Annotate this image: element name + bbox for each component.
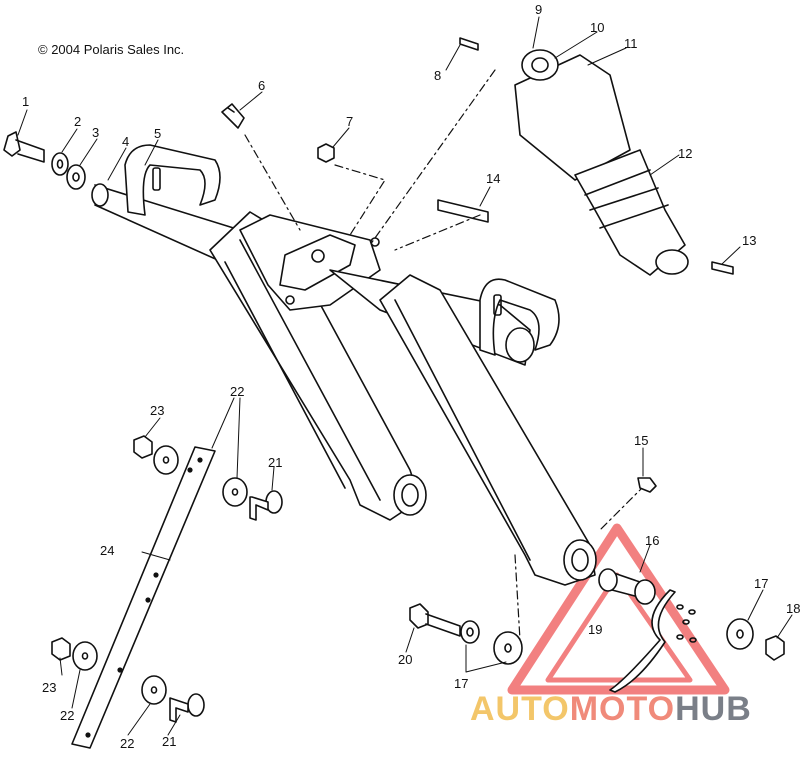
callout-14: 14 [486,171,500,186]
part-23-nut-lower [51,637,71,661]
callout-2: 2 [74,114,81,129]
callout-23-upper: 23 [150,403,164,418]
part-22-washer-b [222,477,248,507]
part-17-washer-left-a [460,620,480,644]
callout-4: 4 [122,134,129,149]
part-22-washer-c [72,641,98,671]
callout-3: 3 [92,125,99,140]
callout-numbers: 1 2 3 4 5 6 7 8 9 10 11 12 13 14 15 16 1… [22,2,800,751]
callout-5: 5 [154,126,161,141]
part-7-nut [317,143,335,163]
part-5-clamp [124,144,221,216]
watermark-moto: MOTO [569,690,676,728]
part-16-bushing [598,568,656,605]
callout-leaders [17,16,793,736]
part-21-pin-lower [169,693,205,723]
copyright-text: © 2004 Polaris Sales Inc. [38,42,185,57]
part-12-shock-boot [574,149,689,276]
callout-15: 15 [634,433,648,448]
part-22-washer-a [153,445,179,475]
spacer-holes [676,604,697,643]
part-23-nut-upper [133,435,153,459]
callout-19: 19 [588,622,602,637]
callout-22-lower: 22 [120,736,134,751]
part-2-washer [51,152,69,176]
callout-17-right: 17 [754,576,768,591]
callout-10: 10 [590,20,604,35]
watermark-logo: AUTOMOTOHUB [470,690,752,729]
callout-22-middle: 22 [60,708,74,723]
callout-7: 7 [346,114,353,129]
callout-9: 9 [535,2,542,17]
part-17-washer-left-b [493,631,523,665]
callout-18: 18 [786,601,800,616]
callout-20: 20 [398,652,412,667]
callout-1: 1 [22,94,29,109]
part-15-grease-fitting [637,477,657,493]
part-13-pin [711,261,734,275]
part-20-bolt [409,603,461,637]
part-18-nut [765,635,785,661]
callout-21-upper: 21 [268,455,282,470]
center-bracket [239,214,381,311]
callout-21-lower: 21 [162,734,176,749]
part-24-strap [71,446,216,749]
part-8-pin [459,37,479,51]
callout-22-upper: 22 [230,384,244,399]
callout-8: 8 [434,68,441,83]
right-rail-arm [329,269,597,586]
part-17-washer-right [726,618,754,650]
callout-23-lower: 23 [42,680,56,695]
part-3-washer [66,164,86,190]
callout-11: 11 [624,36,638,51]
callout-6: 6 [258,78,265,93]
part-11-shock-body [514,49,631,181]
part-21-pin-upper [249,490,283,521]
part-14-pin [437,199,489,223]
watermark-hub: HUB [675,690,752,728]
callout-24: 24 [100,543,114,558]
callout-12: 12 [678,146,692,161]
part-1-bolt [3,131,45,163]
part-22-washer-d [141,675,167,705]
callout-16: 16 [645,533,659,548]
callout-17-left: 17 [454,676,468,691]
callout-13: 13 [742,233,756,248]
watermark-auto: AUTO [470,690,570,728]
part-6-grease-fitting [221,103,245,129]
part-19-strip [609,589,676,693]
left-rail-arm [209,211,427,521]
